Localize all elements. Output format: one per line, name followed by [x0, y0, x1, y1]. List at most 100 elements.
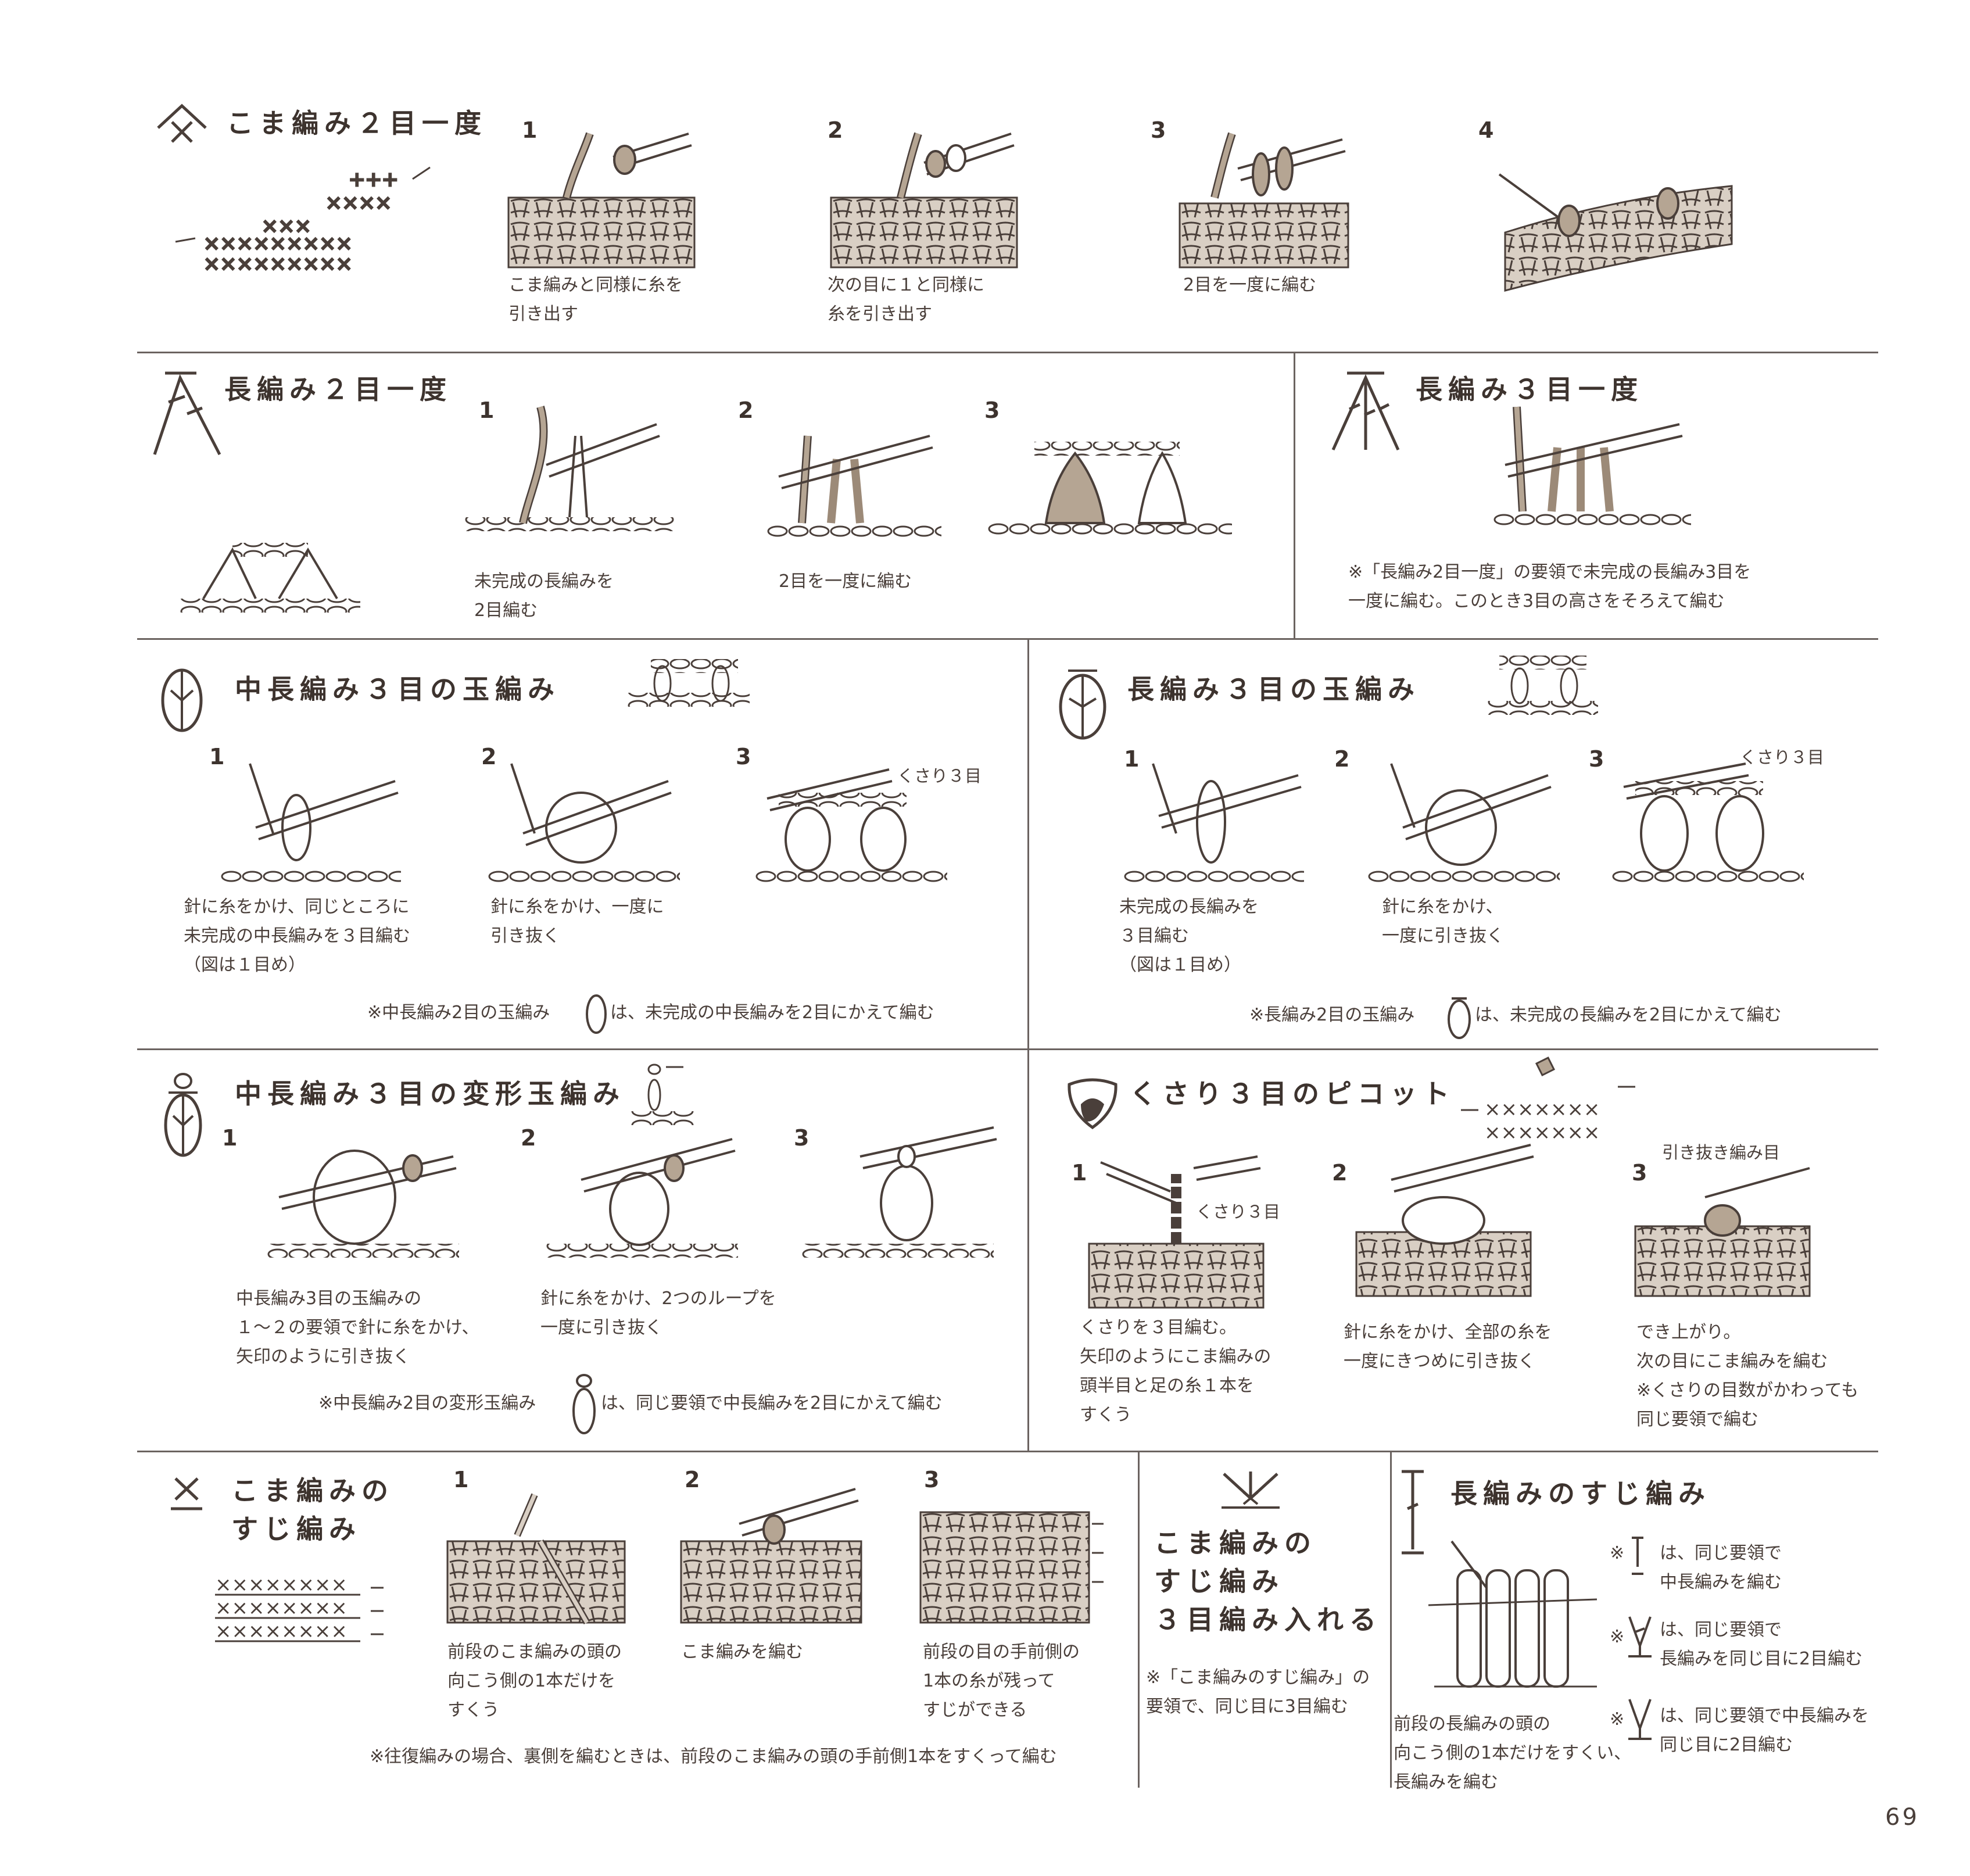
- note-mark: ※: [1610, 1709, 1625, 1730]
- step-caption: 前段の目の手前側の 1本の糸が残って すじができる: [923, 1642, 1080, 1720]
- sc-blo-step2-illustration: [680, 1488, 862, 1624]
- dc-bobble-step1-illustration: [1124, 763, 1304, 882]
- hdc-bobble-2-icon: [586, 994, 607, 1034]
- sc2tog-icon: [157, 103, 207, 143]
- section-note: ※「こま編みのすじ編み」の 要領で、同じ目に3目編む: [1146, 1667, 1370, 1717]
- step-caption: 未完成の長編みを ３目編む （図は１目め）: [1119, 897, 1259, 975]
- step-number: 2: [685, 1467, 700, 1492]
- hdc-blo-icon: [1632, 1537, 1643, 1575]
- step-caption: 針に糸をかけ、同じところに 未完成の中長編みを３目編む （図は１目め）: [184, 897, 410, 975]
- note-mark: ※: [1610, 1627, 1625, 1647]
- hdc-bobble-chart: [628, 659, 750, 707]
- step-number: 2: [1332, 1160, 1348, 1186]
- svg-text:×××××××××: ×××××××××: [203, 232, 352, 255]
- hdc-bobble-step2-illustration: [488, 763, 680, 882]
- step-caption: 針に糸をかけ、一度に 引き抜く: [490, 897, 664, 946]
- step-number: 3: [924, 1467, 940, 1492]
- dc-blo-illustration: [1428, 1540, 1598, 1688]
- svg-text:××××××××: ××××××××: [215, 1596, 348, 1620]
- hdc-bobble-step3-illustration: [755, 768, 947, 882]
- note-text: は、同じ要領で中長編みを 同じ目に2目編む: [1660, 1706, 1869, 1755]
- picot-step1-illustration: [1088, 1155, 1265, 1309]
- picot-chart: ××××××× ×××××××: [1461, 1056, 1635, 1144]
- section-title: 長編み２目一度: [224, 374, 452, 405]
- sc-blo-step3-illustration: [919, 1511, 1104, 1624]
- section-title: 長編みのすじ編み: [1450, 1478, 1711, 1509]
- hdc-puff-chart: [631, 1064, 694, 1125]
- step-number: 4: [1478, 117, 1494, 143]
- hdc-puff-step1-illustration: [267, 1150, 459, 1258]
- svg-text:×××: ×××: [262, 214, 311, 238]
- step-caption: 針に糸をかけ、 一度に引き抜く: [1382, 897, 1504, 946]
- step-caption: 中長編み3目の玉編みの １～２の要領で針に糸をかけ、 矢印のように引き抜く: [236, 1288, 479, 1367]
- sc2tog-step2-illustration: [830, 132, 1018, 268]
- step-number: 2: [521, 1125, 536, 1151]
- dc-blo-icon: [1402, 1470, 1424, 1555]
- step-number: 3: [1151, 117, 1166, 143]
- chain-label: くさり３目: [897, 766, 982, 786]
- dc-bobble-step2-illustration: [1368, 763, 1560, 882]
- section-picot: くさり３目のピコット ××××××× ××××××× 1 くさり３目 くさりを３…: [1031, 1052, 1877, 1449]
- divider-col-inc3: [1138, 1451, 1140, 1788]
- sc-blo-icon: [171, 1477, 202, 1510]
- section-note: ※「長編み2目一度」の要領で未完成の長編み3目を 一度に編む。このとき3目の高さ…: [1348, 562, 1751, 611]
- section-dc3tog: 長編み３目一度 ※「長編み2目一度」の要領で未完成の長編み3目を 一度に編む。こ…: [1296, 355, 1877, 633]
- picot-icon: [1068, 1078, 1117, 1130]
- picot-step2-illustration: [1355, 1144, 1534, 1297]
- step-number: 2: [481, 744, 497, 769]
- hdc-bobble-icon: [161, 668, 203, 732]
- svg-text:××××××××: ××××××××: [215, 1573, 348, 1596]
- step-caption: こま編みを編む: [681, 1642, 803, 1662]
- section-title: こま編み２目一度: [227, 108, 487, 139]
- hdc-puff-icon: [164, 1073, 202, 1157]
- step-number: 1: [453, 1467, 469, 1492]
- svg-text:××××××××: ××××××××: [215, 1620, 348, 1643]
- hdc-bobble-step1-illustration: [221, 763, 401, 882]
- section-note: ※往復編みの場合、裏側を編むときは、前段のこま編みの頭の手前側1本をすくって編む: [370, 1746, 1057, 1767]
- dc3tog-illustration: [1493, 406, 1691, 525]
- divider-col-dc3tog: [1294, 352, 1295, 639]
- section-title: 中長編み３目の玉編み: [235, 674, 560, 705]
- divider-row3: [137, 1048, 1878, 1050]
- sc2tog-step1-illustration: [507, 132, 696, 268]
- section-title: 中長編み３目の変形玉編み: [235, 1078, 625, 1109]
- step-number: 1: [522, 117, 538, 143]
- step-caption: こま編みと同様に糸を 引き出す: [508, 275, 683, 324]
- step-caption: でき上がり。 次の目にこま編みを編む ※くさりの目数がかわっても 同じ要領で編む: [1636, 1322, 1859, 1430]
- step-caption: くさりを３目編む。 矢印のようにこま編みの 頭半目と足の糸１本を すくう: [1080, 1318, 1271, 1425]
- step-caption: 2目を一度に編む: [1183, 275, 1317, 295]
- step-number: 2: [828, 117, 843, 143]
- divider-row1: [137, 352, 1878, 353]
- step-caption: 針に糸をかけ、2つのループを 一度に引き抜く: [540, 1288, 776, 1338]
- sc-blo-step1-illustration: [446, 1493, 626, 1624]
- step-number: 3: [794, 1125, 810, 1151]
- note-text: は、同じ要領で 中長編みを編む: [1660, 1543, 1782, 1592]
- section-title: 長編み３目の玉編み: [1127, 674, 1420, 705]
- note-after: は、同じ要領で中長編みを2目にかえて編む: [601, 1393, 943, 1413]
- divider-row4: [137, 1451, 1878, 1452]
- dc2tog-icon: [153, 371, 221, 456]
- section-dc2tog: 長編み２目一度 1 未完成の長編みを 2目編む 2 2目を一度に編む 3: [0, 355, 1290, 633]
- section-hdc3bobble: 中長編み３目の玉編み 1 針に糸をかけ、同じところに 未完成の中長編みを３目編む…: [0, 642, 1025, 1047]
- step-number: 2: [738, 398, 754, 423]
- note-after: は、未完成の長編みを2目にかえて編む: [1475, 1005, 1782, 1025]
- section-hdc3puff: 中長編み３目の変形玉編み 1 中長編み3目の玉編みの １～２の要領で針に糸をかけ…: [0, 1052, 1025, 1449]
- section-dc-blo: 長編みのすじ編み 前段の長編みの頭の 向こう側の1本だけをすくい、 長編みを編む…: [1394, 1454, 1877, 1792]
- dc-bobble-step3-illustration: [1612, 762, 1804, 882]
- dc2tog-step1-illustration: [465, 406, 674, 531]
- note-before: ※長編み2目の玉編み: [1249, 1005, 1415, 1025]
- sc-blo-chart: ×××××××× ×××××××× ××××××××: [215, 1573, 384, 1643]
- divider-col-right: [1027, 638, 1029, 1452]
- step-number: 3: [1632, 1160, 1647, 1186]
- svg-text:×××××××××: ×××××××××: [203, 252, 352, 275]
- dc-bobble-icon: [1059, 670, 1106, 740]
- section-title: 長編み３目一度: [1416, 374, 1643, 405]
- divider-col-dcblo: [1390, 1451, 1392, 1788]
- hdc-puff-2-icon: [572, 1374, 596, 1434]
- section-sc-blo: こま編みの すじ編み ×××××××× ×××××××× ×××××××× 1 …: [0, 1454, 1136, 1791]
- step-caption: 未完成の長編みを 2目編む: [474, 571, 614, 621]
- section-title: こま編みの すじ編み ３目編み入れる: [1154, 1527, 1382, 1635]
- step-number: 1: [479, 398, 495, 423]
- section-dc3bobble: 長編み３目の玉編み 1 未完成の長編みを ３目編む （図は１目め） 2 針に糸を…: [1031, 642, 1877, 1047]
- step-number: 1: [222, 1125, 238, 1151]
